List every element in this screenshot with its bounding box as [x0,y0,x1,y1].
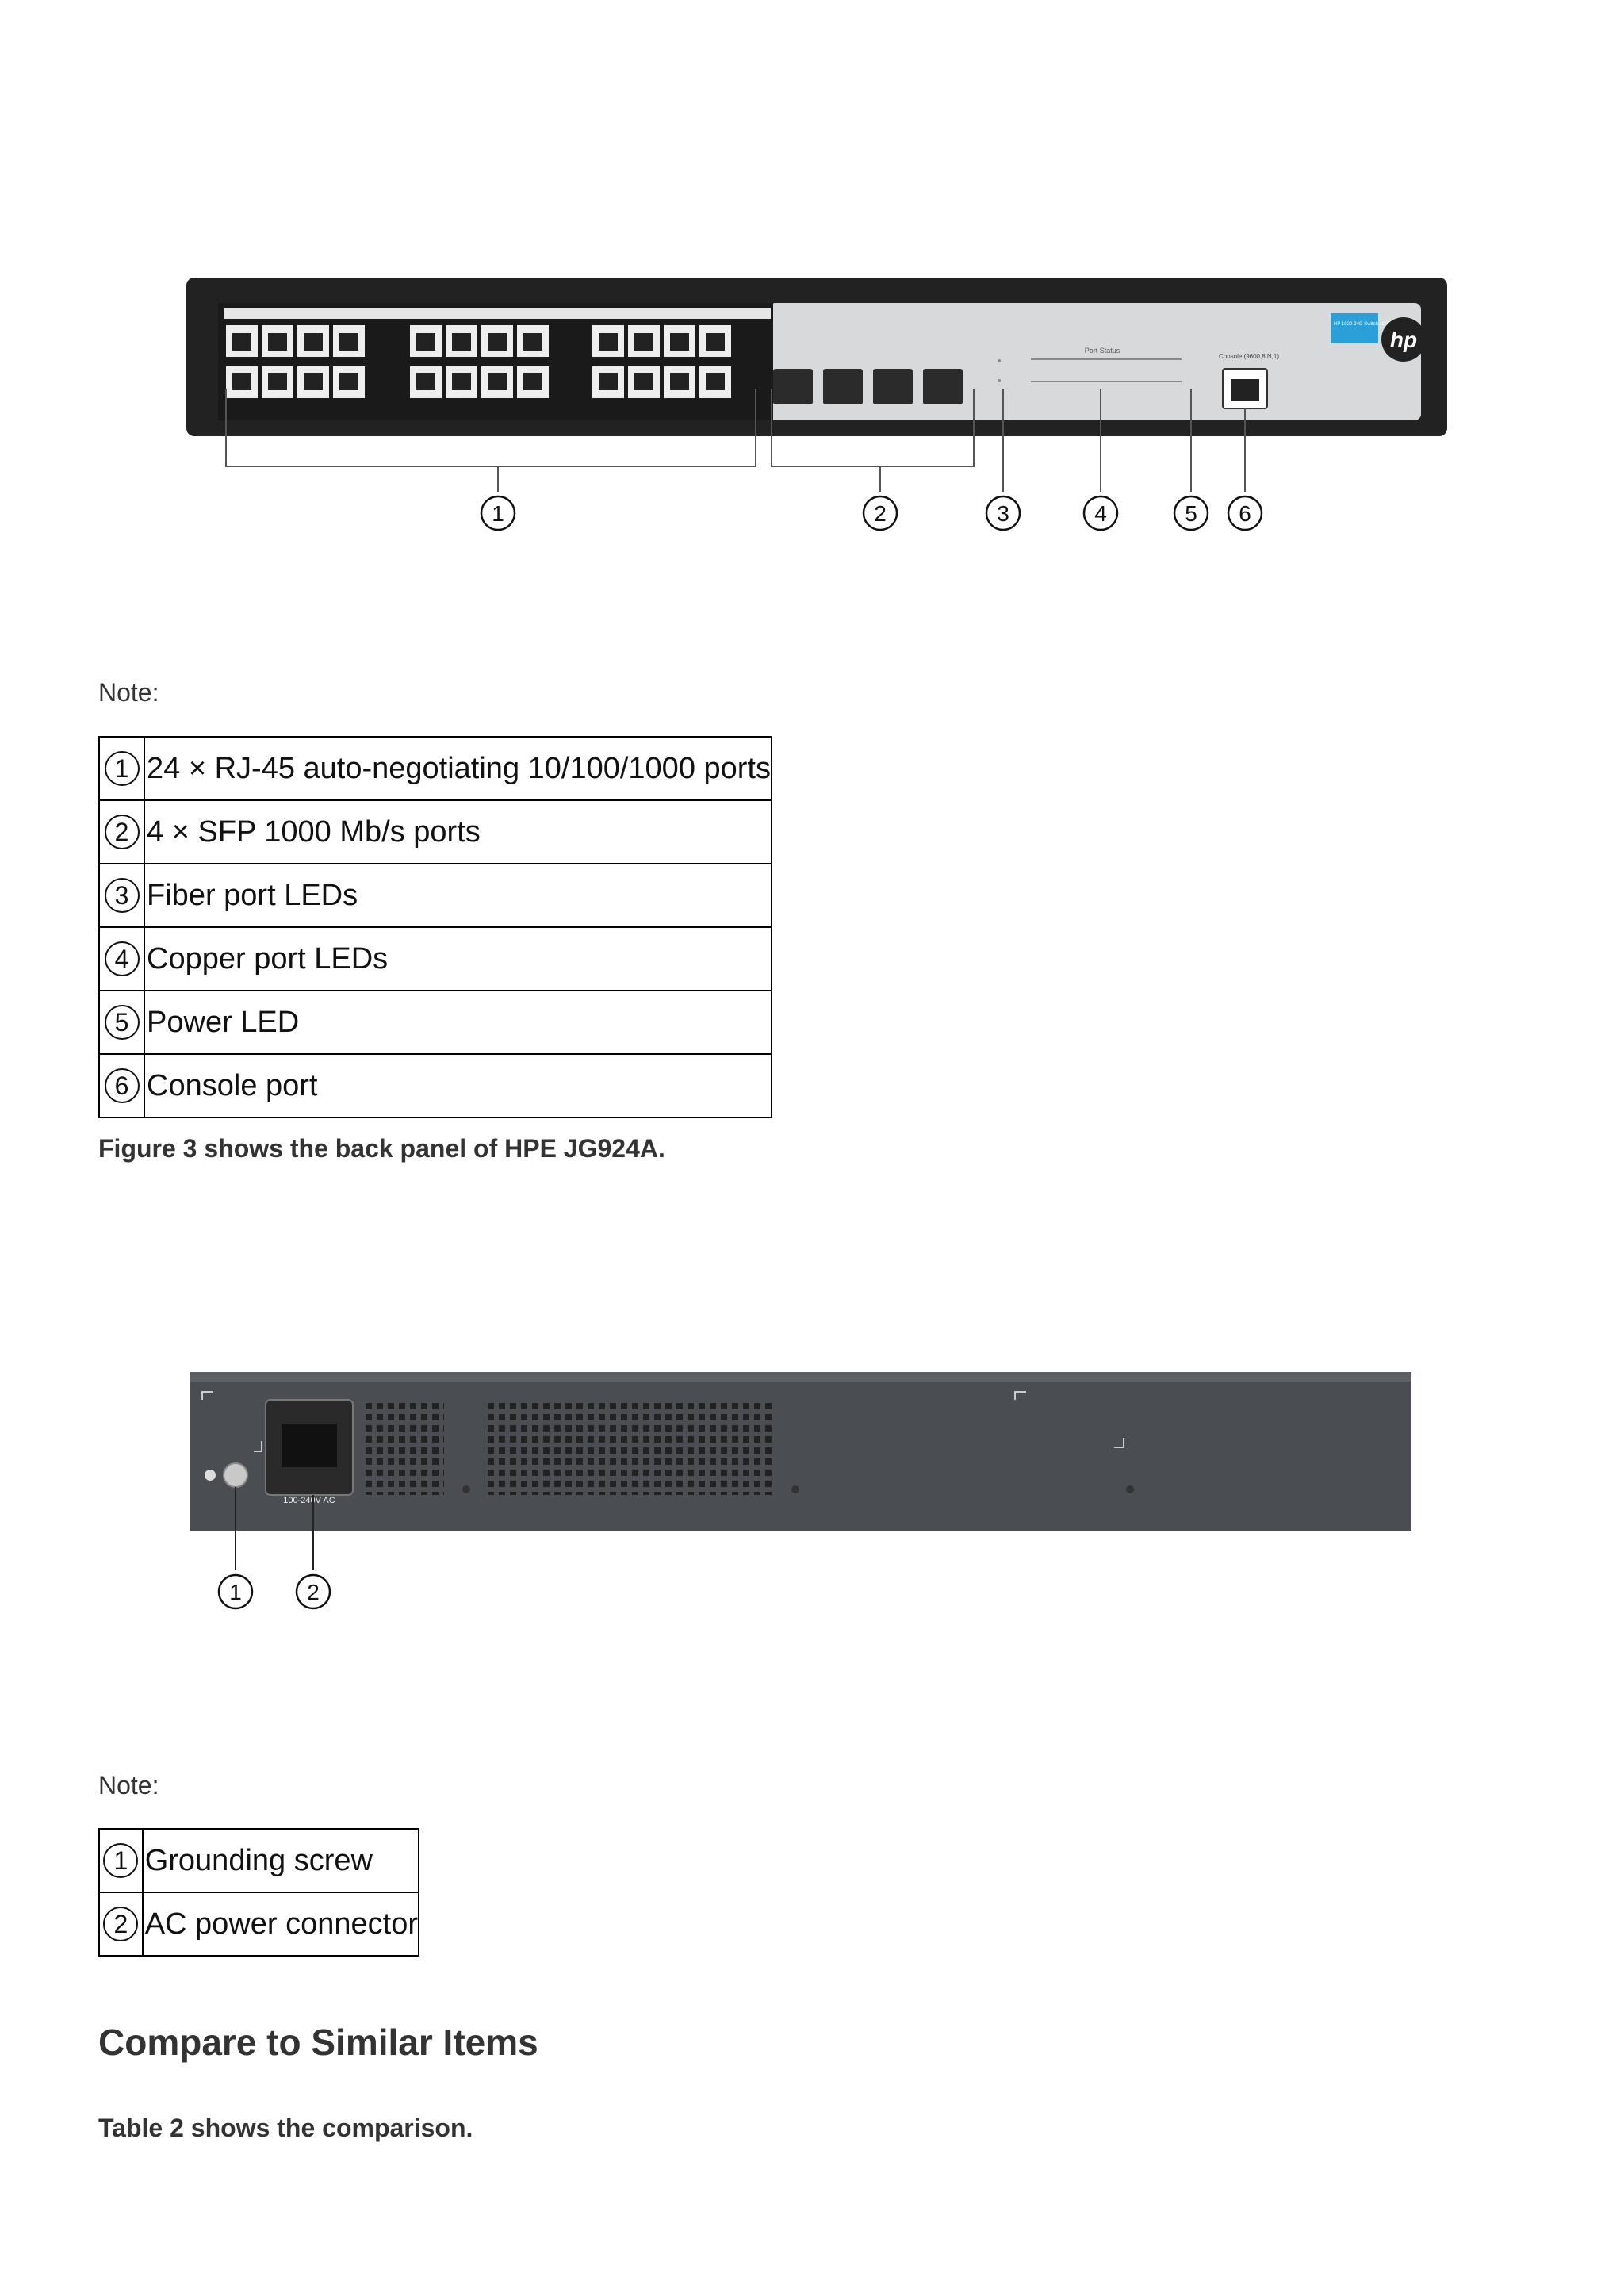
row-description: Fiber port LEDs [144,863,772,928]
note-label-2: Note: [98,1771,159,1800]
switch-faceplate [769,303,1421,420]
back-panel-figure: 100-240V AC 1 2 [190,1372,1411,1610]
row-description: Console port [144,1053,772,1118]
console-label: Console (9600,8,N,1) [1219,353,1279,360]
vent-grid-right [488,1400,773,1495]
table-row: 2 AC power connector [98,1892,420,1957]
front-callout-3: 3 [997,501,1009,526]
led-header: Port Status [1085,347,1120,355]
sfp-port-block [773,369,963,404]
model-tag [1331,313,1378,343]
back-callout-2: 2 [307,1580,320,1604]
front-callout-2: 2 [874,501,887,526]
back-legend-table: 1 Grounding screw 2 AC power connector [98,1828,420,1957]
table-row: 6 Console port [98,1053,772,1118]
row-number: 1 [104,751,140,786]
hp-logo-text: hp [1390,328,1417,352]
table-row: 1 Grounding screw [98,1828,420,1893]
table-row: 4 Copper port LEDs [98,926,772,991]
row-number: 6 [104,1068,140,1103]
rj45-port-block [226,325,731,398]
note-label-1: Note: [98,678,159,707]
row-description: Power LED [144,990,772,1055]
row-description: 4 × SFP 1000 Mb/s ports [144,799,772,864]
row-description: Grounding screw [141,1828,420,1893]
table-row: 5 Power LED [98,990,772,1055]
row-number: 5 [104,1005,140,1040]
row-number: 4 [104,941,140,976]
grounding-screw [223,1462,248,1488]
front-callout-6: 6 [1239,501,1251,526]
vent-grid-left [365,1400,444,1495]
row-number: 1 [103,1843,139,1878]
row-description: 24 × RJ-45 auto-negotiating 10/100/1000 … [144,736,772,801]
row-number: 3 [104,878,140,913]
row-description: AC power connector [141,1892,420,1957]
back-callout-1: 1 [229,1580,242,1604]
ac-label: 100-240V AC [283,1496,335,1505]
row-number: 2 [104,815,140,849]
figure3-caption: Figure 3 shows the back panel of HPE JG9… [98,1134,665,1163]
row-description: Copper port LEDs [144,926,772,991]
svg-text:HP 1920-24G Switch JG924A: HP 1920-24G Switch JG924A [1334,322,1396,327]
hp-logo [1381,317,1426,362]
led-area: Port Status [998,347,1182,382]
front-panel-figure: Port Status Console (9600,8,N,1) HP 1920… [186,278,1447,531]
front-callout-4: 4 [1094,501,1107,526]
front-callout-5: 5 [1185,501,1197,526]
front-legend-table: 1 24 × RJ-45 auto-negotiating 10/100/100… [98,736,772,1118]
table-row: 3 Fiber port LEDs [98,863,772,928]
table2-caption: Table 2 shows the comparison. [98,2114,473,2142]
table-row: 2 4 × SFP 1000 Mb/s ports [98,799,772,864]
front-callout-1: 1 [492,501,504,526]
row-number: 2 [103,1907,139,1941]
table-row: 1 24 × RJ-45 auto-negotiating 10/100/100… [98,736,772,801]
section-heading: Compare to Similar Items [98,2022,538,2063]
